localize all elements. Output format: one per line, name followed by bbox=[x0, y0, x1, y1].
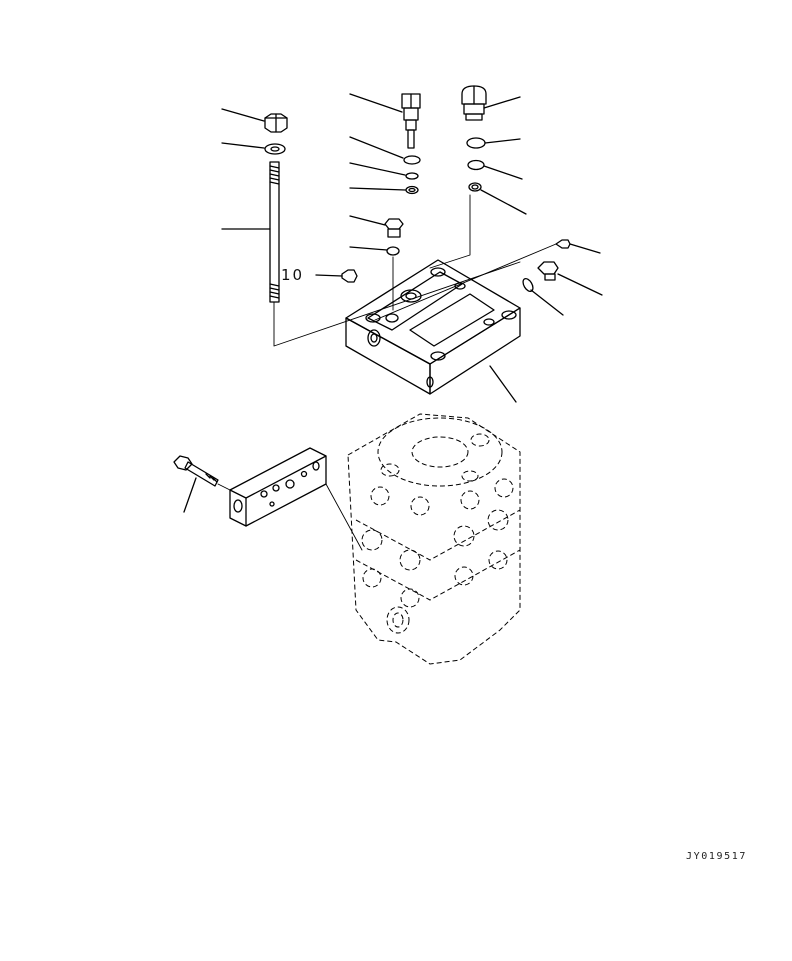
leader-mounting-bolt bbox=[183, 477, 197, 513]
washer bbox=[264, 143, 286, 155]
plug-center bbox=[384, 218, 404, 238]
leader-plug-right-top bbox=[483, 96, 521, 109]
backup-ring-left bbox=[405, 185, 419, 195]
o-ring-left-2 bbox=[405, 172, 419, 180]
leader-o-ring-right-1 bbox=[484, 138, 521, 144]
leader-seat-right bbox=[480, 189, 527, 215]
relief-valve-left bbox=[401, 93, 421, 149]
leader-plug-center bbox=[349, 215, 386, 226]
tie-bolt bbox=[269, 161, 280, 303]
o-ring-right-2 bbox=[467, 159, 485, 171]
leader-o-ring-left-1 bbox=[349, 136, 404, 159]
leader-nut bbox=[221, 108, 265, 122]
plug-large-right bbox=[537, 261, 559, 281]
o-ring-left-1 bbox=[403, 155, 421, 165]
hex-nut bbox=[264, 113, 288, 133]
plug-right-top bbox=[461, 85, 487, 121]
assembly-line-tie-bolt bbox=[273, 261, 521, 347]
plug-10 bbox=[341, 269, 358, 283]
leader-washer bbox=[221, 142, 265, 149]
leader-plug-10 bbox=[315, 274, 343, 277]
callout-number-10: 10 bbox=[281, 266, 305, 284]
seat-right bbox=[468, 182, 482, 192]
main-valve-body bbox=[347, 413, 521, 665]
leader-backup-ring-left bbox=[349, 187, 406, 191]
leader-plug-large-right bbox=[557, 273, 603, 296]
leader-valve-cover-block bbox=[489, 365, 517, 403]
assembly-line-plug-small-right bbox=[374, 243, 557, 321]
valve-cover-block bbox=[345, 259, 521, 395]
assembly-line-bolt bbox=[217, 483, 231, 491]
plug-small-right bbox=[555, 239, 571, 249]
assembly-line-right bbox=[429, 194, 471, 269]
leader-o-ring-right-2 bbox=[483, 165, 523, 180]
manifold-block bbox=[229, 447, 327, 527]
o-ring-right-1 bbox=[466, 137, 486, 149]
drawing-code: JY019517 bbox=[686, 851, 747, 862]
assembly-line-manifold bbox=[325, 483, 363, 551]
o-ring-center bbox=[386, 246, 400, 256]
leader-plug-small-right bbox=[569, 243, 601, 254]
leader-o-ring-left-2 bbox=[349, 162, 406, 176]
mounting-bolt bbox=[173, 455, 219, 487]
leader-o-ring-side-right bbox=[530, 289, 564, 316]
leader-relief-valve-left bbox=[349, 93, 403, 113]
leader-o-ring-center bbox=[349, 246, 388, 251]
